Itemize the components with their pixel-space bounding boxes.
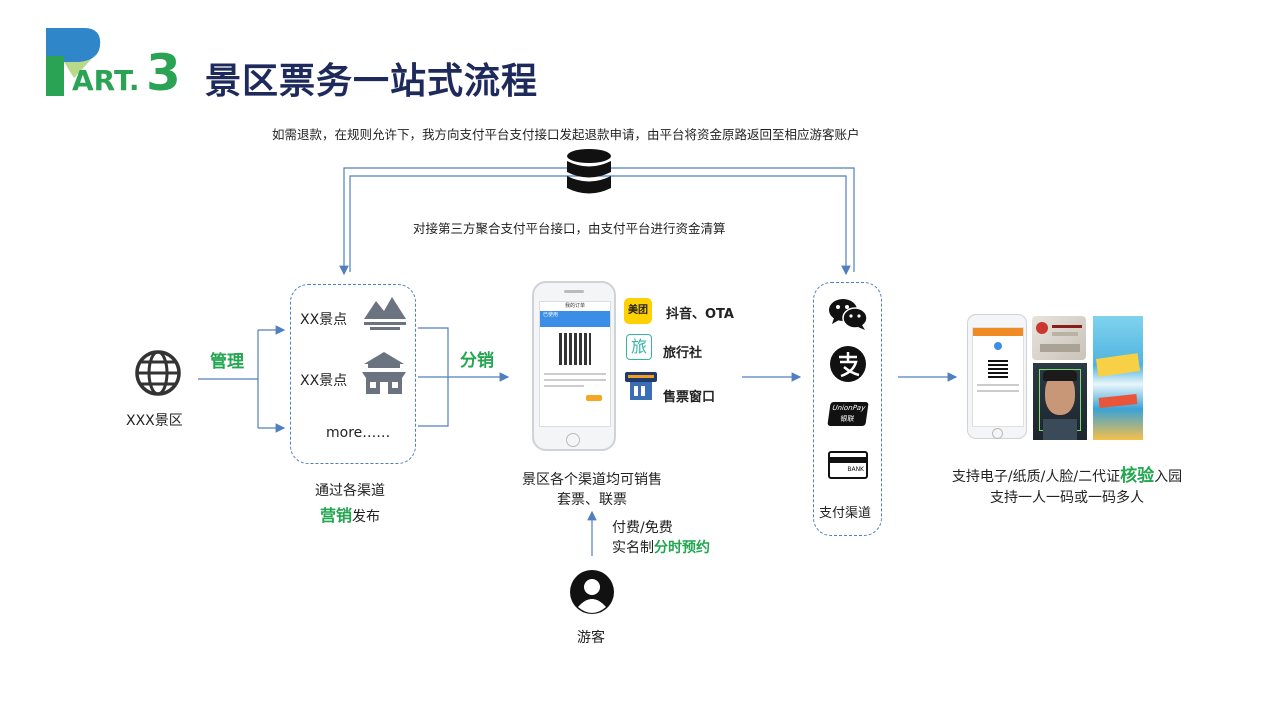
spots-caption-line1: 通过各渠道 — [315, 483, 385, 499]
channels-caption-line1: 景区各个渠道均可销售 — [522, 472, 662, 488]
visitor-note: 付费/免费 实名制分时预约 — [612, 518, 710, 558]
visitor-note-line1: 付费/免费 — [612, 520, 673, 536]
distribution-label: 分销 — [460, 351, 494, 371]
visitor-note-line2: 实名制分时预约 — [612, 538, 710, 558]
phone-mockup: 我的订单 已使用 — [532, 281, 616, 451]
verify-caption-suffix: 入园 — [1154, 469, 1183, 485]
spots-more: more…… — [326, 425, 391, 441]
manage-label: 管理 — [210, 352, 244, 372]
phone-home-button — [566, 433, 580, 447]
bank-card-label: BANK — [847, 466, 864, 473]
paper-ticket-image — [1093, 316, 1143, 440]
mountain-icon — [362, 295, 408, 335]
refund-text: 如需退款，在规则允许下，我方向支付平台支付接口发起退款申请，由平台将资金原路返回… — [272, 127, 860, 142]
visitor-note-prefix: 实名制 — [612, 540, 654, 556]
id-card-image — [1032, 316, 1086, 360]
visitor-label: 游客 — [577, 630, 605, 646]
ticket-window-icon — [624, 370, 658, 406]
douyin-ota-label: 抖音、OTA — [666, 307, 734, 322]
payment-caption: 支付渠道 — [819, 506, 872, 521]
verify-caption: 支持电子/纸质/人脸/二代证核验入园 支持一人一码或一码多人 — [912, 466, 1222, 509]
travel-agency-label: 旅行社 — [663, 346, 703, 361]
ticket-window-label: 售票窗口 — [663, 390, 716, 405]
globe-icon — [134, 349, 182, 401]
alipay-icon — [829, 345, 867, 387]
part-number: 3 — [146, 44, 181, 102]
verify-caption-line1: 支持电子/纸质/人脸/二代证核验入园 — [912, 466, 1222, 488]
phone-banner: 已使用 — [540, 311, 610, 327]
spots-box — [290, 284, 416, 464]
temple-icon — [360, 350, 408, 400]
spot-1-label: XX景点 — [300, 312, 348, 328]
unionpay-icon: UnionPay 银联 — [827, 402, 869, 426]
meituan-icon: 美团 — [624, 298, 652, 324]
face-recognition-image — [1033, 363, 1087, 440]
database-icon — [565, 148, 613, 204]
wechat-icon — [828, 296, 868, 336]
unionpay-top: UnionPay — [831, 404, 866, 412]
unionpay-bottom: 银联 — [839, 415, 855, 423]
spots-caption-rest: 发布 — [352, 509, 380, 525]
bank-card-icon: BANK — [828, 451, 868, 479]
payment-box — [813, 282, 882, 536]
verify-caption-prefix: 支持电子/纸质/人脸/二代证 — [951, 469, 1121, 485]
verify-caption-bold: 核验 — [1120, 466, 1155, 486]
page-title: 景区票务一站式流程 — [205, 61, 539, 102]
spots-caption-line2: 营销发布 — [300, 502, 400, 526]
part-logo — [44, 26, 194, 106]
channels-caption: 景区各个渠道均可销售 套票、联票 — [512, 470, 672, 510]
part-art-text: ART. — [72, 64, 140, 97]
spots-caption-bold: 营销 — [319, 506, 352, 525]
spot-2-label: XX景点 — [300, 373, 348, 389]
travel-agency-icon: 旅 — [626, 334, 652, 360]
user-icon — [569, 569, 615, 619]
verify-phone-image — [967, 314, 1027, 439]
phone-screen: 我的订单 已使用 — [539, 301, 611, 427]
spots-caption: 通过各渠道 营销发布 — [300, 480, 400, 526]
phone-header: 我的订单 — [540, 302, 610, 311]
logo-p-shape — [46, 28, 101, 96]
scenic-label: XXX景区 — [126, 413, 183, 429]
visitor-note-bold: 分时预约 — [654, 540, 710, 556]
channels-caption-line2: 套票、联票 — [557, 492, 627, 508]
clearing-text: 对接第三方聚合支付平台接口，由支付平台进行资金清算 — [413, 221, 726, 236]
qr-code — [559, 333, 591, 365]
verify-caption-line2: 支持一人一码或一码多人 — [990, 490, 1144, 506]
